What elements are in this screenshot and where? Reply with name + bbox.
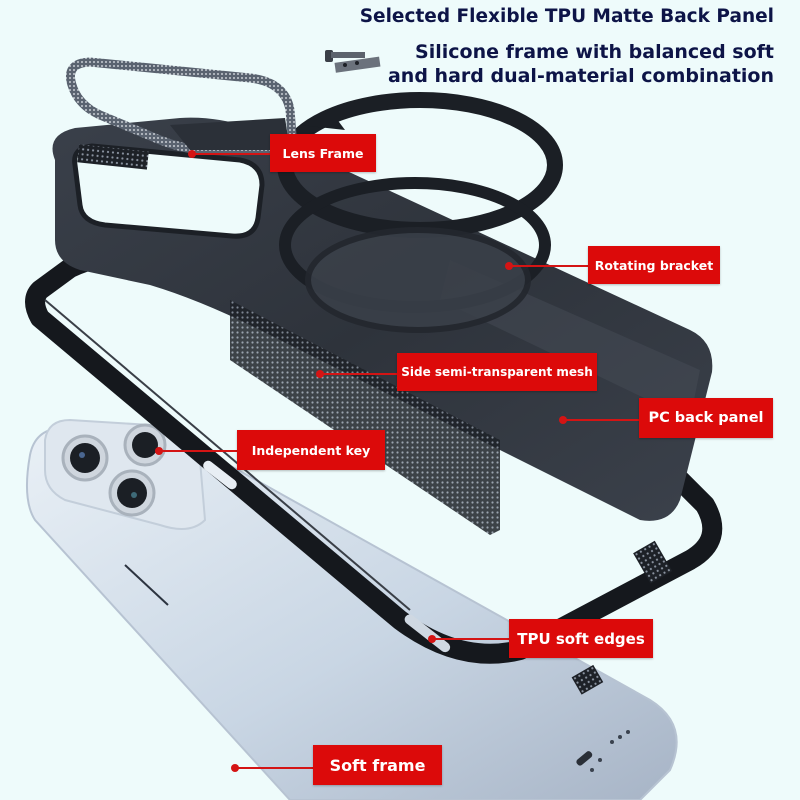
callout-soft-frame-label: Soft frame [329,755,426,775]
pc-back-panel-dot [559,416,567,424]
callout-pc-back-panel-label: PC back panel [648,410,764,426]
independent-key-leader [161,450,238,452]
soft-frame-leader [237,767,314,769]
callout-side-mesh-label: Side semi-transparent mesh [401,365,593,379]
callout-lens-frame-label: Lens Frame [282,145,364,161]
headline-title: Selected Flexible TPU Matte Back Panel [359,6,774,27]
side-mesh-leader [322,373,398,375]
side-mesh-dot [316,370,324,378]
callout-rotating-bracket-label: Rotating bracket [594,257,714,273]
callout-rotating-bracket: Rotating bracket [588,246,720,284]
tpu-soft-edges-leader [434,638,510,640]
callout-lens-frame: Lens Frame [270,134,376,172]
phone-body [26,418,678,800]
headline-subtitle: Silicone frame with balanced soft and ha… [388,40,774,88]
soft-frame-dot [231,764,239,772]
callout-pc-back-panel: PC back panel [639,398,773,438]
callout-tpu-soft-edges: TPU soft edges [509,619,653,658]
callout-side-mesh: Side semi-transparent mesh [397,353,597,391]
subtitle-line-2: and hard dual-material combination [387,65,774,87]
independent-key-dot [155,447,163,455]
callout-independent-key: Independent key [237,430,385,470]
pc-back-panel-leader [565,419,639,421]
lens-frame-dot [188,150,196,158]
callout-independent-key-label: Independent key [251,442,371,458]
tpu-soft-edges-dot [428,635,436,643]
rotating-bracket-dot [505,262,513,270]
hinge-part-icon [325,50,381,73]
callout-soft-frame: Soft frame [313,745,442,785]
callout-tpu-soft-edges-label: TPU soft edges [517,629,645,648]
lens-frame-leader [194,153,270,155]
rotating-bracket-leader [511,265,588,267]
subtitle-line-1: Silicone frame with balanced soft [415,41,774,63]
